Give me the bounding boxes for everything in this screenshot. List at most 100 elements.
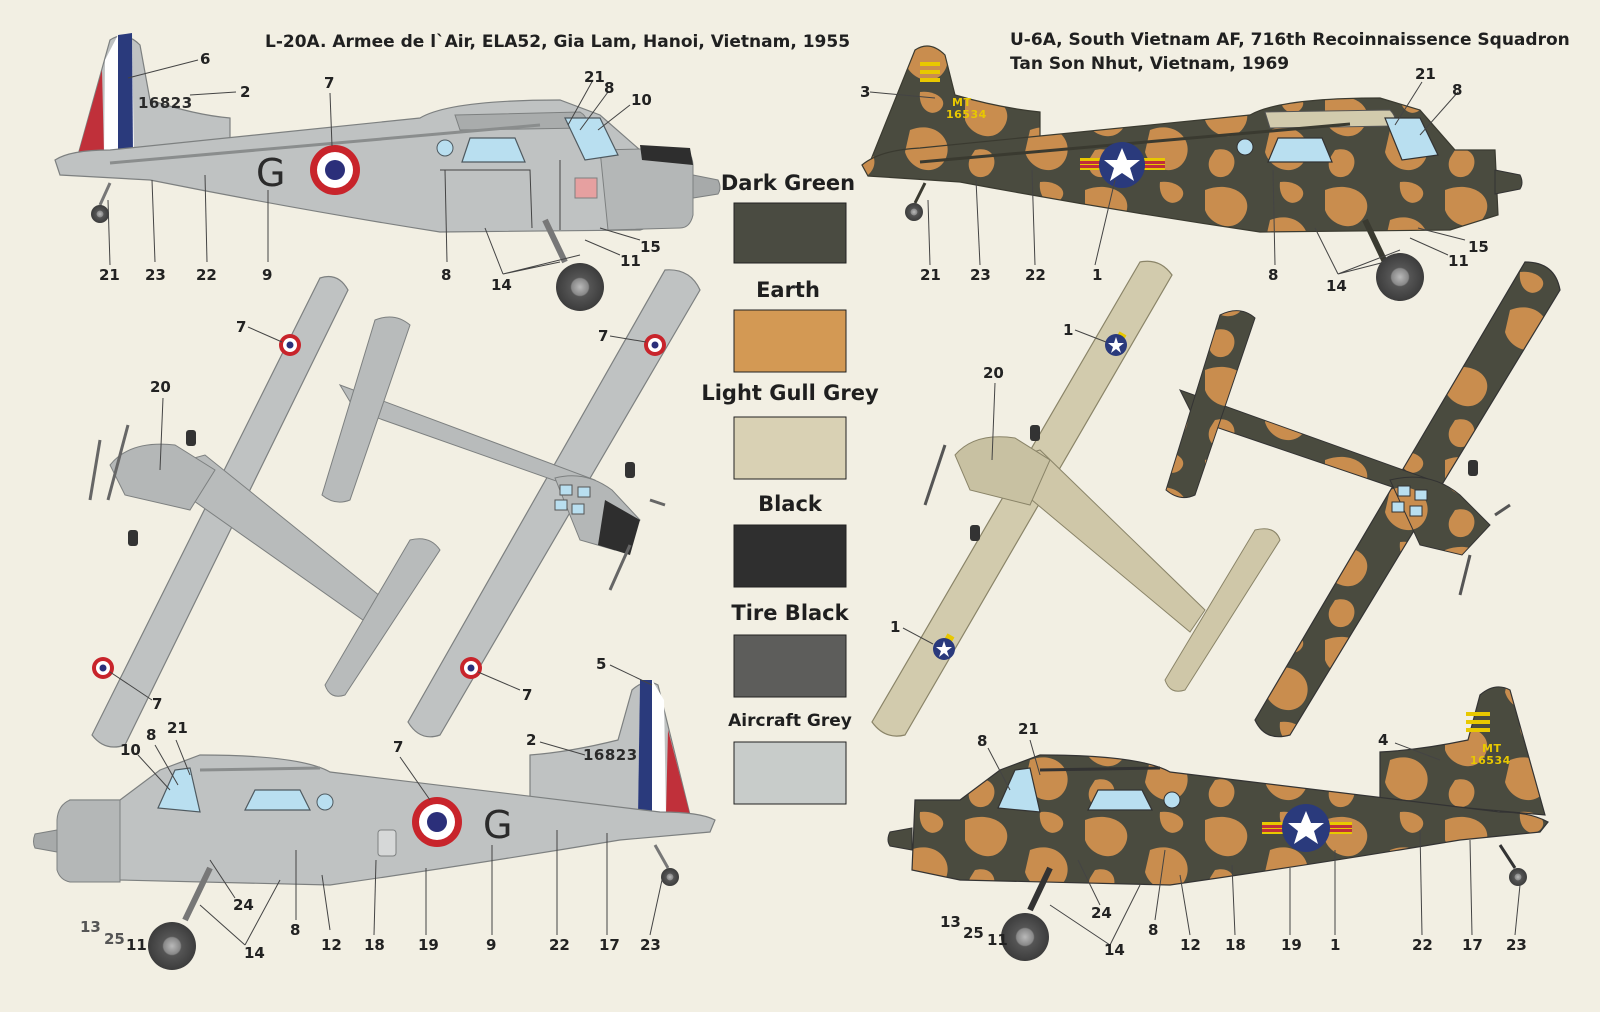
vietnam-bottom-callouts: 4 8 21 13 25 11 24 14 8 12 18 19 1 22 17… [940,720,1527,959]
tail-serial: 16823 [138,94,193,112]
svg-text:15: 15 [1468,238,1489,256]
svg-text:7: 7 [236,318,246,336]
svg-text:21: 21 [99,266,120,284]
svg-text:3: 3 [860,83,870,101]
svg-text:8: 8 [1148,921,1158,939]
main-wheel [556,263,604,311]
swatch-black [733,524,847,588]
svg-text:2: 2 [240,83,250,101]
svg-text:8: 8 [977,732,987,750]
svg-text:11: 11 [126,936,147,954]
svg-text:13: 13 [940,913,961,931]
vietnam-side-callouts: 3 21 8 21 23 22 1 8 14 11 15 [860,65,1489,295]
svg-text:1: 1 [890,618,900,636]
svg-text:20: 20 [150,378,171,396]
svg-text:13: 13 [80,918,101,936]
svg-text:22: 22 [1025,266,1046,284]
svg-text:2: 2 [526,731,536,749]
rudder-blue-stripe [118,33,133,155]
vn-tail-serial: 16534 [946,108,987,121]
color-legend: Dark Green Earth Light Gull Grey Black T… [701,171,879,805]
french-side-profile-left: 16823 G [54,33,721,311]
svg-text:6: 6 [200,50,210,68]
french-side-profile-right: 16823 G [33,680,716,970]
tail-serial-2: 16823 [583,746,638,764]
swatch-label-dark-green: Dark Green [721,171,855,195]
rudder-red-stripe [78,70,104,155]
svg-text:10: 10 [120,741,141,759]
svg-text:21: 21 [167,719,188,737]
cabin-window [461,137,526,163]
svg-text:7: 7 [522,686,532,704]
svg-text:8: 8 [441,266,451,284]
code-letter: G [256,151,285,195]
svg-text:22: 22 [549,936,570,954]
svg-text:1: 1 [1092,266,1102,284]
swatch-aircraft-grey [733,741,847,805]
swatch-label-aircraft-grey: Aircraft Grey [728,711,852,731]
right-title-line1: U-6A, South Vietnam AF, 716th Recoinnais… [1010,30,1570,50]
french-side-callouts: 6 2 7 21 8 10 21 23 22 9 8 14 11 15 [99,50,661,294]
svg-text:5: 5 [596,655,606,673]
swatch-label-black: Black [758,492,823,516]
roundel-fuselage-2 [412,797,462,847]
svg-text:12: 12 [321,936,342,954]
svg-text:9: 9 [262,266,272,284]
svg-text:21: 21 [920,266,941,284]
svg-text:7: 7 [393,738,403,756]
svg-text:1: 1 [1330,936,1340,954]
svg-text:1: 1 [1063,321,1073,339]
swatch-label-light-gull-grey: Light Gull Grey [701,381,879,405]
svg-text:8: 8 [1452,81,1462,99]
svg-text:14: 14 [491,276,512,294]
svg-text:7: 7 [598,327,608,345]
vn-insignia-2 [1262,804,1352,852]
svg-text:14: 14 [244,944,265,962]
svg-text:24: 24 [1091,904,1112,922]
roundel-fuselage [310,145,360,195]
svg-text:8: 8 [604,79,614,97]
svg-text:20: 20 [983,364,1004,382]
svg-text:7: 7 [324,74,334,92]
right-title-line2: Tan Son Nhut, Vietnam, 1969 [1010,54,1289,74]
french-plan-callouts: 7 20 7 7 7 [109,318,647,713]
svg-text:12: 12 [1180,936,1201,954]
svg-text:23: 23 [1506,936,1527,954]
svg-text:18: 18 [364,936,385,954]
vn-wing-insignia-2 [933,633,955,660]
vietnam-side-profile-left: MT 16534 [861,45,1523,301]
svg-text:9: 9 [486,936,496,954]
left-title: L-20A. Armee de l`Air, ELA52, Gia Lam, H… [265,32,850,52]
swatch-earth [733,309,847,373]
svg-text:25: 25 [104,930,125,948]
svg-text:17: 17 [1462,936,1483,954]
svg-text:10: 10 [631,91,652,109]
swatch-tire-black [733,634,847,698]
french-top-plan [321,269,701,738]
vietnam-top-plan [1165,261,1561,738]
svg-text:17: 17 [599,936,620,954]
tail-wheel [91,205,109,223]
swatch-dark-green [733,202,847,264]
svg-text:19: 19 [1281,936,1302,954]
vietnam-side-profile-right: MT 16534 [887,686,1549,961]
svg-text:15: 15 [640,238,661,256]
svg-text:11: 11 [987,931,1008,949]
french-bottom-callouts: 5 2 7 10 8 21 13 25 11 24 14 8 12 18 19 … [80,655,663,962]
svg-text:8: 8 [1268,266,1278,284]
vn-insignia [1080,142,1165,188]
svg-text:19: 19 [418,936,439,954]
swatch-label-tire-black: Tire Black [731,601,849,625]
vietnam-plan-callouts: 1 20 1 [890,321,1107,645]
svg-text:23: 23 [640,936,661,954]
svg-text:25: 25 [963,924,984,942]
svg-text:21: 21 [584,68,605,86]
svg-text:11: 11 [620,252,641,270]
vn-tail-serial-2: 16534 [1470,754,1511,767]
swatch-light-gull-grey [733,416,847,480]
svg-text:24: 24 [233,896,254,914]
svg-text:23: 23 [145,266,166,284]
svg-text:22: 22 [196,266,217,284]
